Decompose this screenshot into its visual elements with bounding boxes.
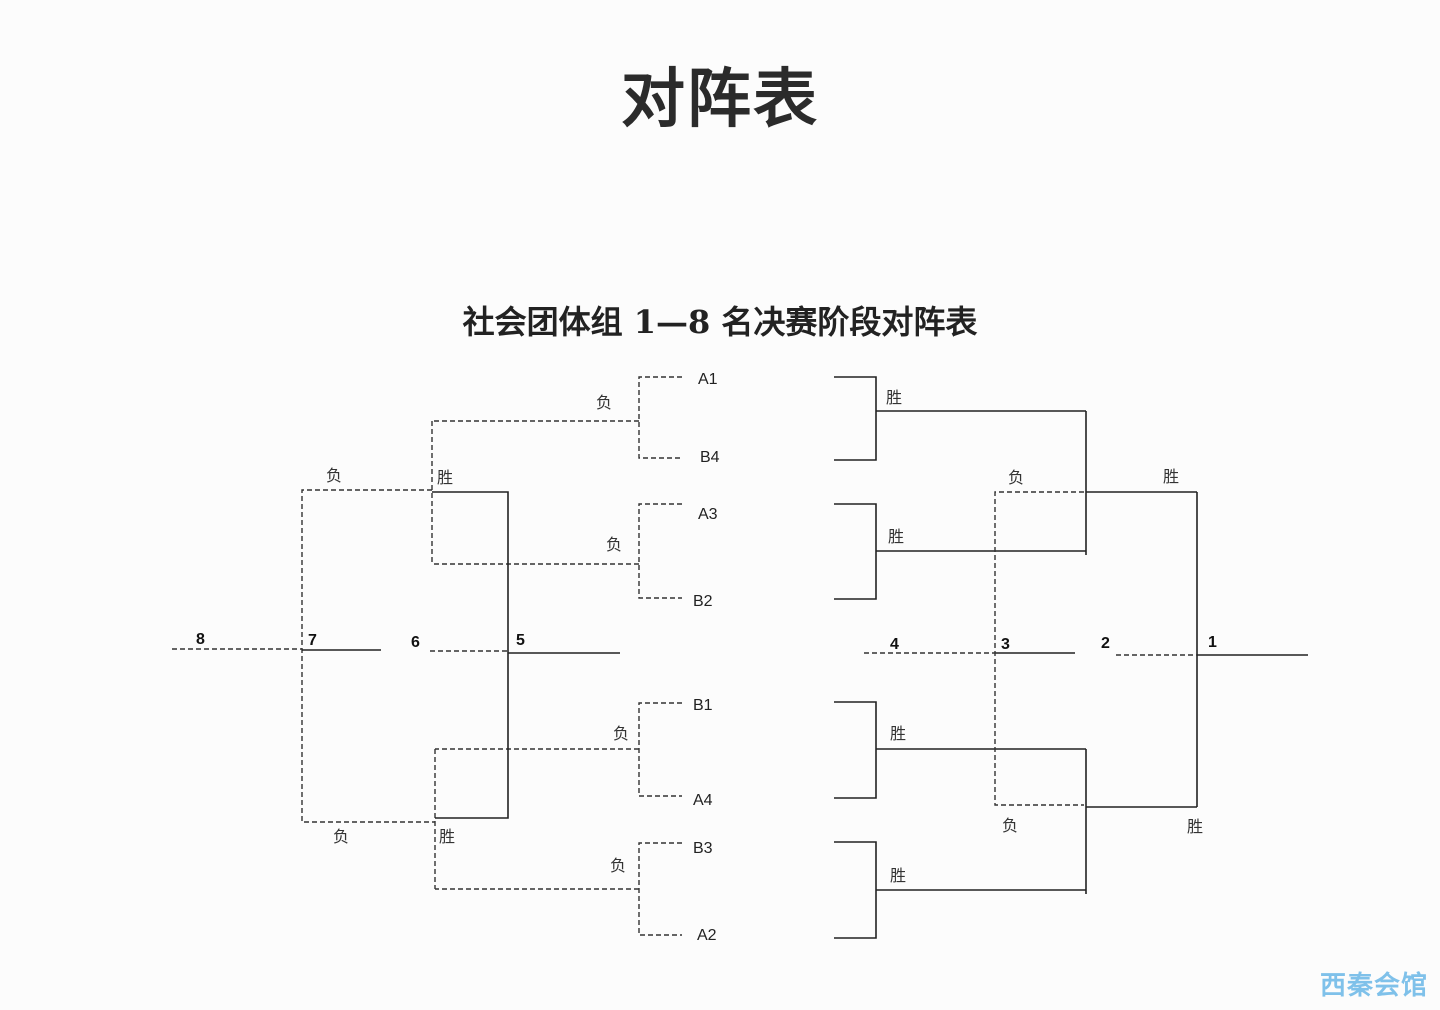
result-lose-label: 负: [326, 466, 342, 485]
result-win-label: 胜: [890, 724, 906, 743]
result-win-label: 胜: [890, 866, 906, 885]
result-win-label: 胜: [886, 388, 902, 407]
result-lose-label: 负: [596, 393, 612, 412]
bracket-title: 社会团体组 1—8 名决赛阶段对阵表: [463, 303, 978, 341]
result-win-label: 胜: [1163, 467, 1179, 486]
bracket-a3-b2-loser: [432, 503, 682, 599]
position-8: 8: [196, 631, 205, 648]
team-b4: B4: [700, 449, 720, 466]
bracket-a1-b4-loser: [432, 376, 682, 459]
result-lose-label: 负: [1002, 816, 1018, 835]
result-lose-label: 负: [610, 856, 626, 875]
position-6: 6: [411, 634, 420, 651]
bracket-b3-a2-loser: [435, 842, 682, 936]
bracket-a3-b2: [834, 503, 1086, 600]
team-b1: B1: [693, 697, 713, 714]
bracket-b3-a2: [834, 841, 1086, 939]
result-win-label: 胜: [888, 527, 904, 546]
result-lose-label: 负: [1008, 468, 1024, 487]
result-win-label: 胜: [437, 468, 453, 487]
watermark-logo: 西秦会馆: [1319, 971, 1428, 1001]
bracket-a1-b4: [834, 376, 1086, 461]
semifinal-top: [1085, 411, 1197, 555]
team-a1: A1: [698, 371, 718, 388]
final-bracket: [1196, 492, 1308, 807]
bracket-b1-a4-loser: [435, 702, 682, 797]
third-place-bracket: [994, 491, 1084, 806]
team-b3: B3: [693, 840, 713, 857]
result-lose-label: 负: [613, 724, 629, 743]
consolation-bracket: [172, 376, 682, 936]
team-a2: A2: [697, 927, 717, 944]
winners-bracket: [834, 376, 1308, 939]
seventh-place-bracket: [301, 489, 435, 823]
position-3: 3: [1001, 636, 1010, 653]
semifinal-bottom: [1085, 749, 1197, 894]
bracket-b1-a4: [834, 701, 1086, 799]
position-5: 5: [516, 632, 525, 649]
position-1: 1: [1208, 634, 1217, 651]
result-win-label: 胜: [1187, 817, 1203, 836]
fifth-place-bracket: [432, 491, 620, 819]
result-win-label: 胜: [439, 827, 455, 846]
team-a4: A4: [693, 792, 713, 809]
position-4: 4: [890, 636, 899, 653]
position-7: 7: [308, 632, 317, 649]
result-lose-label: 负: [333, 827, 349, 846]
result-lose-label: 负: [606, 535, 622, 554]
position-2: 2: [1101, 635, 1110, 652]
team-a3: A3: [698, 506, 718, 523]
team-b2: B2: [693, 593, 713, 610]
page-title: 对阵表: [621, 63, 819, 137]
